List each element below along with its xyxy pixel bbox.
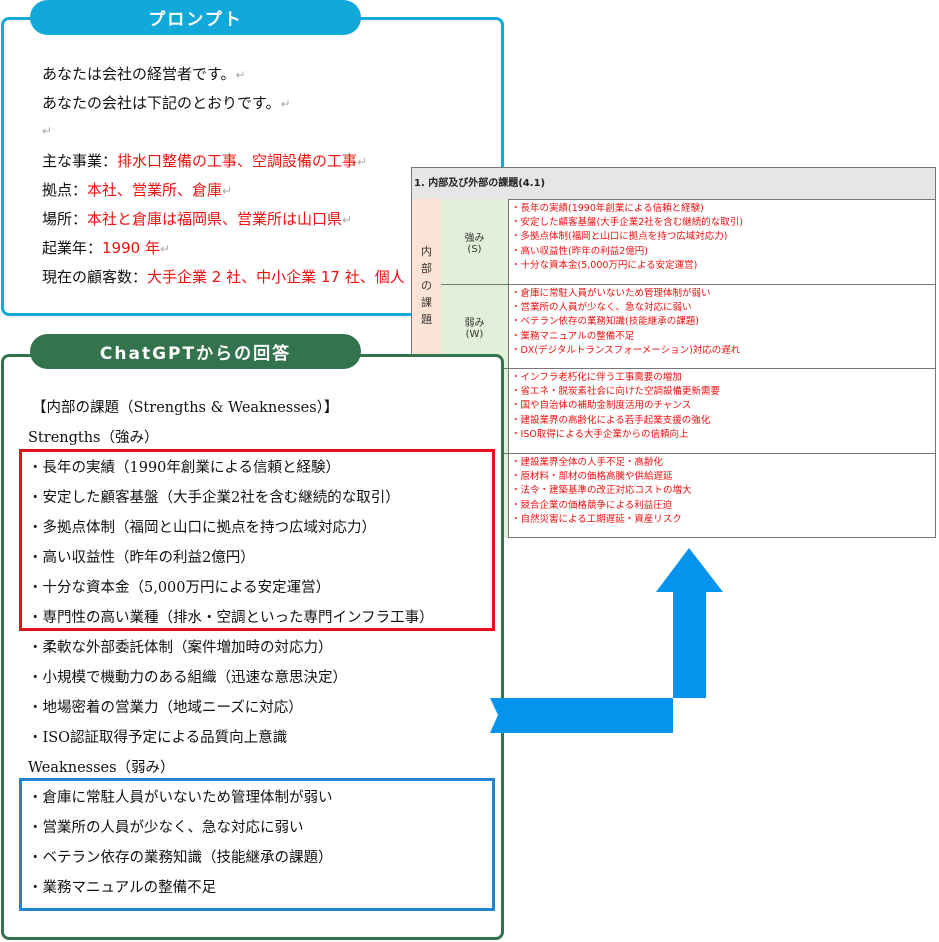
row-items: ・インフラ老朽化に伴う工事需要の増加・省エネ・脱炭素社会に向けた空調設備更新需要… <box>509 368 935 442</box>
list-item: ・業務マニュアルの整備不足 <box>28 880 217 896</box>
row-item: ・法令・建築基準の改正対応コストの増大 <box>511 485 692 497</box>
row-item: ・インフラ老朽化に伴う工事需要の増加 <box>511 372 682 383</box>
prompt-line: 現在の顧客数：大手企業 2 社、中小企業 17 社、個人 <box>42 266 405 287</box>
prompt-line: あなたの会社は下記のとおりです。↵ <box>42 92 291 113</box>
subheading: Weaknesses（弱み） <box>28 760 175 776</box>
row-item: ・原材料・部材の価格高騰や供給遅延 <box>511 471 673 483</box>
return-mark-icon: ↵ <box>357 155 368 169</box>
list-item: ・営業所の人員が少なく、急な対応に弱い <box>28 820 304 836</box>
row-item: ・十分な資本金(5,000万円による安定運営) <box>511 259 698 271</box>
row-item: ・長年の実績(1990年創業による信頼と経験) <box>511 203 704 214</box>
row-item: ・倉庫に常駐人員がいないため管理体制が弱い <box>511 288 711 299</box>
prompt-line: 拠点：本社、営業所、倉庫↵ <box>42 179 232 200</box>
arrow-shape <box>490 548 723 733</box>
subheading: Strengths（強み） <box>28 430 159 446</box>
row-item: ・建設業界の高齢化による若手起業支援の強化 <box>511 414 711 426</box>
prompt-line: ↵ <box>42 121 52 139</box>
prompt-value: 本社と倉庫は福岡県、営業所は山口県 <box>87 210 343 228</box>
row-item: ・競合企業の価格競争による利益圧迫 <box>511 499 673 511</box>
list-item: ・多拠点体制（福岡と山口に拠点を持つ広域対応力） <box>28 520 376 536</box>
row-sub: (S) <box>467 243 482 255</box>
list-item: ・小規模で機動力のある組織（迅速な意思決定） <box>28 670 347 686</box>
prompt-value: 排水口整備の工事、空調設備の工事 <box>117 152 358 170</box>
row-items: ・建設業界全体の人手不足・高齢化・原材料・部材の価格高騰や供給遅延・法令・建築基… <box>509 453 935 527</box>
list-item: ・地場密着の営業力（地域ニーズに対応） <box>28 700 303 716</box>
table-header: 1. 内部及び外部の課題(4.1) <box>412 168 935 200</box>
row-item: ・建設業界全体の人手不足・高齢化 <box>511 457 664 468</box>
row-label: 弱み <box>464 317 485 329</box>
row-item: ・高い収益性(昨年の利益2億円) <box>511 245 648 257</box>
section-heading: 【内部の課題（Strengths & Weaknesses）】 <box>32 400 339 416</box>
prompt-line: 主な事業：排水口整備の工事、空調設備の工事↵ <box>42 150 367 171</box>
prompt-line: あなたは会社の経営者です。↵ <box>42 63 246 84</box>
row-item: ・業務マニュアルの整備不足 <box>511 330 635 342</box>
prompt-value: 1990 年 <box>102 239 160 257</box>
list-item: ・ISO認証取得予定による品質向上意識 <box>28 730 288 746</box>
prompt-label: 現在の顧客数： <box>42 268 148 286</box>
weaknesses-highlight <box>19 778 495 911</box>
chat-title: ChatGPTからの回答 <box>30 334 361 369</box>
return-mark-icon: ↵ <box>222 184 233 198</box>
arrow-icon <box>490 548 723 733</box>
list-item: ・倉庫に常駐人員がいないため管理体制が弱い <box>28 790 333 806</box>
list-item: ・安定した顧客基盤（大手企業2社を含む継続的な取引） <box>28 490 400 506</box>
prompt-title: プロンプト <box>30 0 361 35</box>
prompt-value: 大手企業 2 社、中小企業 17 社、個人 <box>147 268 405 286</box>
row-divider <box>441 368 935 369</box>
row-item: ・安定した顧客基盤(大手企業2社を含む継続的な取引) <box>511 217 743 229</box>
return-mark-icon: ↵ <box>42 124 53 138</box>
row-item: ・省エネ・脱炭素社会に向けた空調設備更新需要 <box>511 386 721 398</box>
prompt-label: あなたは会社の経営者です。 <box>42 65 236 83</box>
row-item: ・ISO取得による大手企業からの信頼向上 <box>511 428 689 440</box>
row-sub: (W) <box>465 328 484 340</box>
return-mark-icon: ↵ <box>280 97 291 111</box>
row-label: 強み <box>464 232 485 244</box>
list-item: ・柔軟な外部委託体制（案件増加時の対応力） <box>28 640 333 656</box>
row-items: ・長年の実績(1990年創業による信頼と経験) ・安定した顧客基盤(大手企業2社を… <box>509 199 935 273</box>
prompt-line: 起業年：1990 年↵ <box>42 237 170 258</box>
row-item: ・営業所の人員が少なく、急な対応に弱い <box>511 302 692 314</box>
row-divider <box>441 453 935 454</box>
prompt-label: 起業年： <box>42 239 103 257</box>
row-item: ・多拠点体制(福岡と山口に拠点を持つ広域対応力) <box>511 231 728 243</box>
strengths-highlight <box>19 449 495 631</box>
row-label-cell: 強み(S) <box>441 199 509 284</box>
row-item: ・ベテラン依存の業務知識(技能継承の課題) <box>511 316 699 328</box>
prompt-label: 主な事業： <box>42 152 118 170</box>
return-mark-icon: ↵ <box>159 242 171 256</box>
list-item: ・十分な資本金（5,000万円による安定運営） <box>28 580 331 596</box>
row-divider <box>441 284 935 285</box>
prompt-value: 本社、営業所、倉庫 <box>87 181 223 199</box>
prompt-label: 場所： <box>42 210 88 228</box>
internal-label: 内部の課題 <box>421 245 432 326</box>
row-item: ・国や自治体の補助金制度活用のチャンス <box>511 400 692 412</box>
return-mark-icon: ↵ <box>235 68 246 82</box>
list-item: ・長年の実績（1990年創業による信頼と経験） <box>28 460 340 476</box>
prompt-label: あなたの会社は下記のとおりです。 <box>42 94 281 112</box>
prompt-label: 拠点： <box>42 181 88 199</box>
row-item: ・自然災害による工期遅延・資産リスク <box>511 513 682 525</box>
list-item: ・高い収益性（昨年の利益2億円） <box>28 550 255 566</box>
list-item: ・専門性の高い業種（排水・空調といった専門インフラ工事） <box>28 610 434 626</box>
list-item: ・ベテラン依存の業務知識（技能継承の課題） <box>28 850 333 866</box>
row-items: ・倉庫に常駐人員がいないため管理体制が弱い・営業所の人員が少なく、急な対応に弱い… <box>509 284 935 358</box>
prompt-line: 場所：本社と倉庫は福岡県、営業所は山口県↵ <box>42 208 352 229</box>
row-item: ・DX(デジタルトランスフォーメーション)対応の遅れ <box>511 344 741 356</box>
return-mark-icon: ↵ <box>342 213 353 227</box>
